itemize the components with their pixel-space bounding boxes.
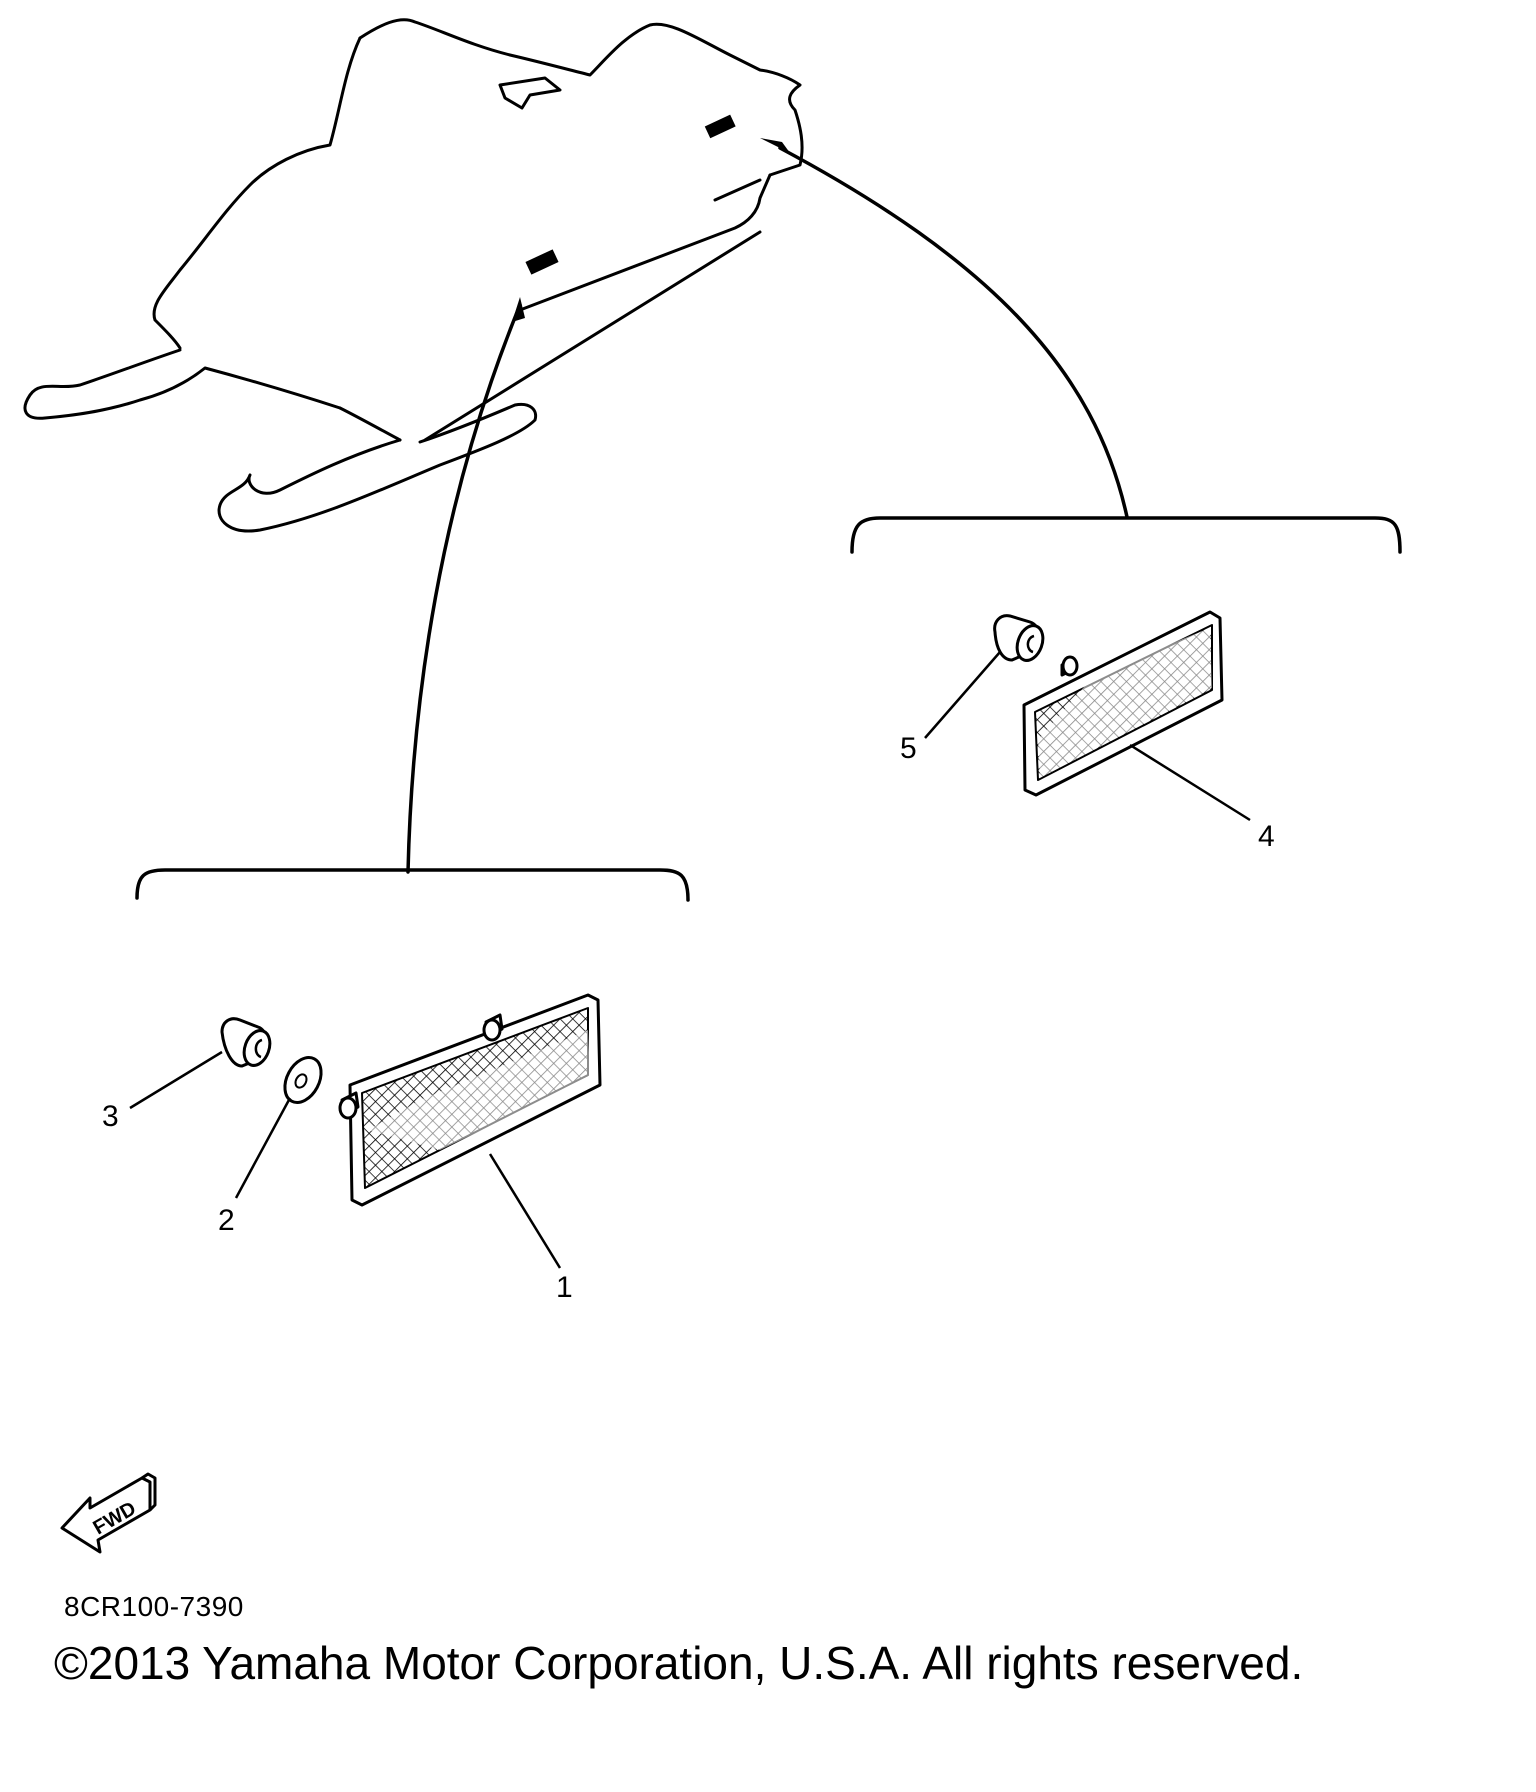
bracket-side-group bbox=[135, 868, 690, 902]
callout-4: 4 bbox=[1258, 820, 1275, 853]
copyright-notice: ©2013 Yamaha Motor Corporation, U.S.A. A… bbox=[54, 1637, 1304, 1689]
leader-arrowhead-front bbox=[760, 138, 790, 153]
reflector-front bbox=[1022, 610, 1224, 797]
ski-strut bbox=[338, 406, 402, 442]
callout-3: 3 bbox=[102, 1100, 119, 1133]
right-ski bbox=[217, 402, 538, 533]
callout-1: 1 bbox=[556, 1271, 573, 1304]
callout-2: 2 bbox=[218, 1204, 235, 1237]
leader-part4 bbox=[1129, 743, 1251, 822]
washer-part2 bbox=[283, 1056, 323, 1104]
snowmobile-outline bbox=[23, 18, 804, 533]
leader-part1 bbox=[488, 1153, 562, 1269]
leader-side-reflector bbox=[406, 303, 522, 874]
leader-part2 bbox=[234, 1097, 292, 1199]
leader-front-reflector bbox=[778, 146, 1129, 519]
bracket-front-group bbox=[850, 516, 1402, 554]
left-ski bbox=[23, 348, 342, 420]
callout-5: 5 bbox=[900, 732, 917, 765]
hood-front bbox=[518, 173, 772, 312]
leader-part5 bbox=[924, 651, 1001, 739]
windshield bbox=[358, 18, 804, 177]
seat-rear bbox=[152, 36, 362, 350]
nut-part5 bbox=[993, 614, 1045, 662]
reflector-side bbox=[338, 993, 602, 1207]
side-panel-line bbox=[423, 230, 762, 442]
side-reflector-mark bbox=[525, 249, 559, 275]
fwd-arrow-icon: FWD bbox=[60, 1472, 157, 1554]
front-reflector-mark bbox=[704, 114, 736, 139]
leader-arrowhead-side bbox=[512, 297, 525, 322]
hood-vent bbox=[498, 76, 562, 110]
cowl-line bbox=[713, 178, 762, 202]
leader-part3 bbox=[129, 1050, 223, 1110]
nut-part3 bbox=[220, 1017, 272, 1068]
diagram-code: 8CR100-7390 bbox=[64, 1591, 244, 1622]
